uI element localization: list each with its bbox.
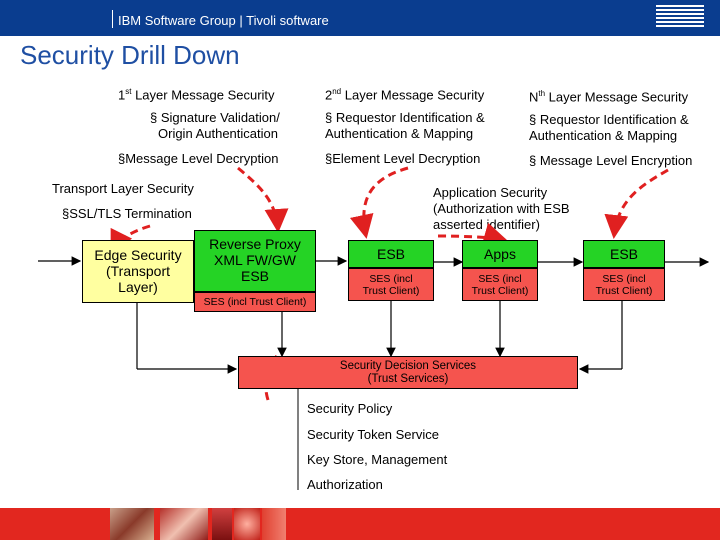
edge-security-box: Edge Security (Transport Layer) — [82, 240, 194, 303]
column-3-item-encryption: § Message Level Encryption — [529, 153, 693, 168]
security-decision-services-box: Security Decision Services (Trust Servic… — [238, 356, 578, 389]
layer-n-dashed-arrow — [604, 168, 669, 239]
reverse-proxy-box: Reverse Proxy XML FW/GW ESB — [194, 230, 316, 292]
footer-photo-2 — [160, 508, 208, 540]
header-divider — [112, 10, 113, 28]
service-authorization: Authorization — [307, 477, 383, 492]
column-1-item-signature: § Signature Validation/ Origin Authentic… — [150, 110, 280, 141]
apps-box: Apps — [462, 240, 538, 268]
transport-layer-item: §SSL/TLS Termination — [62, 206, 192, 221]
esb-box-2: ESB — [583, 240, 665, 268]
column-3-heading: Nth Layer Message Security — [529, 89, 689, 105]
layer-2-dashed-arrow — [349, 166, 409, 239]
transport-layer-title: Transport Layer Security — [52, 181, 194, 196]
service-key-store: Key Store, Management — [307, 452, 448, 467]
column-2-heading: 2nd Layer Message Security — [325, 87, 485, 103]
esb-box-1: ESB — [348, 240, 434, 268]
esb-1-ses-box: SES (incl Trust Client) — [348, 268, 434, 301]
footer-photo-4 — [234, 508, 260, 540]
footer-photo-5 — [262, 508, 286, 540]
header-bar: IBM Software Group | Tivoli software — [0, 0, 720, 36]
column-1-heading: 1st Layer Message Security — [118, 87, 275, 103]
footer-banner — [0, 508, 720, 540]
esb-2-ses-box: SES (incl Trust Client) — [583, 268, 665, 301]
column-2-item-requestor: § Requestor Identification & Authenticat… — [325, 110, 485, 141]
service-security-token: Security Token Service — [307, 427, 439, 442]
service-security-policy: Security Policy — [307, 401, 393, 416]
header-title: IBM Software Group | Tivoli software — [118, 13, 329, 28]
layer-1-dashed-arrow — [237, 166, 289, 233]
footer-photo-3 — [212, 508, 232, 540]
column-3-item-requestor: § Requestor Identification & Authenticat… — [529, 112, 689, 143]
footer-photo-1 — [110, 508, 154, 540]
column-2-item-decryption: §Element Level Decryption — [325, 151, 481, 166]
column-1-item-decryption: §Message Level Decryption — [118, 151, 279, 166]
ibm-logo — [656, 5, 704, 29]
apps-ses-box: SES (incl Trust Client) — [462, 268, 538, 301]
page-title: Security Drill Down — [20, 40, 240, 70]
proxy-ses-box: SES (incl Trust Client) — [194, 292, 316, 312]
app-security-dashed-arrow — [437, 222, 508, 246]
